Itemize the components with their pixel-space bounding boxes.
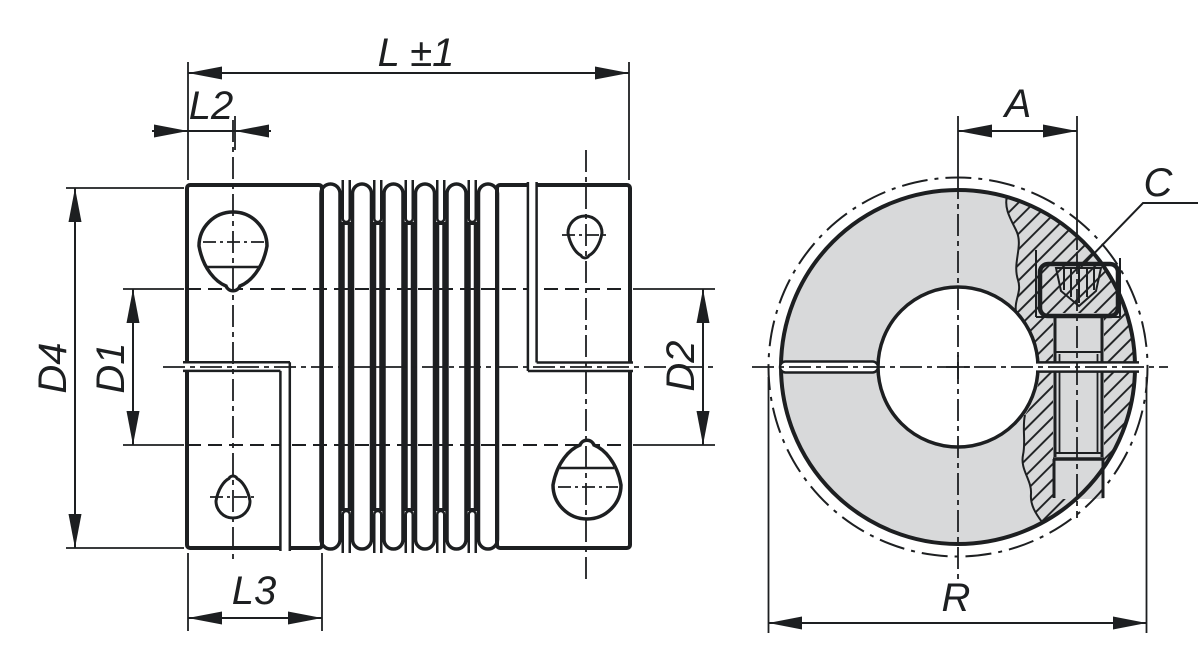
dimension-l2: L2 xyxy=(152,84,271,150)
left-hub-clamp-slit xyxy=(183,361,292,553)
side-view-centerlines xyxy=(163,120,718,580)
dimension-d2: D2 xyxy=(633,288,715,446)
side-view: L ±1 L2 L3 D4 xyxy=(31,31,718,631)
dimension-r: R xyxy=(767,377,1148,633)
label-l2: L2 xyxy=(189,84,234,128)
dimension-total-length: L ±1 xyxy=(187,31,630,180)
dimension-d4: D4 xyxy=(31,187,184,549)
front-view-centerlines xyxy=(752,177,1168,586)
label-c: C xyxy=(1144,161,1174,205)
clamp-screw-holes xyxy=(197,210,623,521)
right-hub-clamp-slit xyxy=(526,180,634,373)
label-d4: D4 xyxy=(31,342,75,393)
label-l3: L3 xyxy=(232,569,277,613)
dimension-d1: D1 xyxy=(89,288,184,446)
callout-c: C xyxy=(1080,161,1198,268)
label-r: R xyxy=(942,576,971,620)
label-d2: D2 xyxy=(659,340,703,391)
label-a: A xyxy=(1003,82,1032,126)
dimension-l3: L3 xyxy=(187,553,323,631)
break-line-lower xyxy=(1021,414,1043,523)
label-total-length: L ±1 xyxy=(378,31,455,75)
front-view: A C R xyxy=(752,82,1198,633)
thread-hole-top-right xyxy=(566,214,604,260)
label-d1: D1 xyxy=(89,342,133,393)
break-line-upper xyxy=(1005,195,1021,313)
dimension-a: A xyxy=(957,82,1078,250)
screw-head-hole-bottom-right xyxy=(551,438,623,521)
